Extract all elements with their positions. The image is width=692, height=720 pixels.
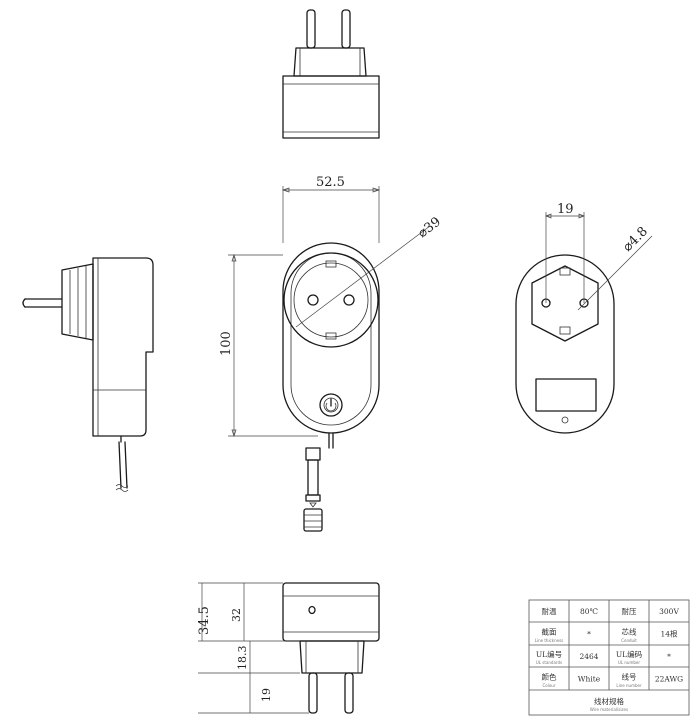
bottom-view: [282, 582, 380, 714]
table-cell-subtitle: Line number: [616, 683, 642, 688]
pin-length-dimension: 18.3: [236, 646, 249, 671]
total-depth-dimension: 34.5: [197, 606, 212, 635]
pin-diameter-dimension: ⌀4.8: [620, 224, 651, 255]
height-dimension: 100: [219, 331, 234, 356]
pin-spacing-dimension: 19: [557, 202, 574, 217]
table-cell-subtitle: Line thickness: [535, 638, 564, 643]
table-cell: 80℃: [580, 607, 598, 616]
table-cell: 线号: [622, 672, 637, 682]
table-cell-subtitle: Colour: [543, 683, 556, 688]
body-depth-dimension: 32: [230, 608, 243, 622]
table-cell-subtitle: UL standards: [536, 660, 562, 665]
side-view: [22, 257, 154, 492]
table-cell: 耐温: [542, 606, 557, 616]
front-view: [282, 242, 380, 532]
pin-offset-dimension: 19: [260, 688, 273, 702]
table-cell: 颜色: [542, 672, 557, 682]
table-cell: 芯线: [622, 627, 637, 637]
table-cell: *: [587, 630, 591, 639]
table-cell: 截面: [542, 627, 557, 637]
table-cell: 22AWG: [655, 675, 683, 684]
bottom-dimensions: 34.5 32 18.3 19: [197, 582, 309, 714]
table-cell: White: [578, 675, 601, 684]
table-cell: UL编号: [536, 649, 562, 659]
table-cell-subtitle: UL number: [618, 660, 640, 665]
back-view: [515, 254, 615, 434]
table-footer-subtitle: Wire material/sizes: [590, 707, 628, 712]
top-view: [282, 9, 380, 139]
table-footer-title: 线材规格: [594, 696, 624, 706]
table-cell: 300V: [659, 607, 679, 616]
diameter-dimension: ⌀39: [415, 215, 443, 242]
front-dimensions: 52.5 100 ⌀39: [219, 175, 444, 438]
back-dimensions: 19 ⌀4.8: [545, 202, 653, 311]
table-cell: 14根: [660, 629, 678, 639]
table-cell: 2464: [579, 652, 598, 661]
table-cell-subtitle: Conduit: [621, 638, 637, 643]
width-dimension: 52.5: [316, 175, 345, 190]
table-cell: UL编码: [616, 649, 643, 659]
table-cell: 耐压: [622, 606, 637, 616]
table-cell: *: [667, 652, 671, 661]
